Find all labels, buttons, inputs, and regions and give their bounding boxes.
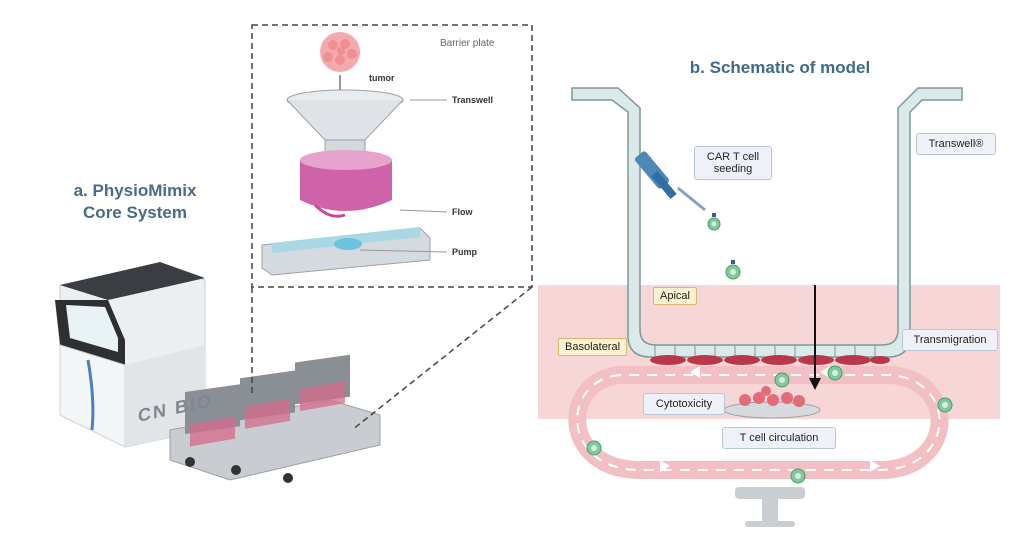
flow-arrow-icon <box>660 460 670 472</box>
panel-a-title: a. PhysioMimix Core System <box>20 180 250 224</box>
flow-arrow-icon <box>690 366 700 378</box>
circulation-loop-dashes <box>576 374 941 471</box>
cytotoxicity-box: Cytotoxicity <box>643 393 725 415</box>
tumor-spheroid-icon <box>320 32 360 72</box>
inset-label-tumor: tumor <box>369 73 395 83</box>
physiomimix-device <box>55 262 206 448</box>
inset-heading: Barrier plate <box>440 38 495 49</box>
pump-plate-icon <box>261 227 431 276</box>
media-reservoir-icon <box>300 150 392 218</box>
t-cell-icon <box>827 365 843 381</box>
t-cell-circulation-box: T cell circulation <box>722 427 836 449</box>
t-cell-icons <box>586 213 953 484</box>
car-t-seeding-box: CAR T cell seeding <box>694 146 772 180</box>
pump-icon <box>735 487 805 527</box>
t-cell-icon <box>774 372 790 388</box>
basolateral-tag: Basolateral <box>558 338 628 356</box>
tumor-cluster-dish <box>723 386 821 419</box>
t-cell-icon <box>937 397 953 413</box>
apical-tag: Apical <box>653 287 697 305</box>
flow-arrow-icon <box>870 460 880 472</box>
t-cell-icon <box>790 468 806 484</box>
transwell-box: Transwell® <box>916 133 996 155</box>
inset-label-pump: Pump <box>452 247 478 257</box>
pipette-icon <box>635 151 706 212</box>
inset-label-flow: Flow <box>452 207 473 217</box>
t-cell-icon <box>725 260 741 280</box>
panel-b-title: b. Schematic of model <box>689 58 871 77</box>
plate-tray <box>169 354 381 483</box>
flow-arrow-icon <box>820 366 830 378</box>
transmigration-box: Transmigration <box>902 329 998 351</box>
panel-a-title-line1: a. PhysioMimix <box>73 181 197 200</box>
t-cell-icon <box>586 440 602 456</box>
inset-label-transwell: Transwell <box>452 95 494 105</box>
transwell-insert-outline <box>571 87 963 358</box>
connector-line-right <box>351 286 533 431</box>
endothelial-cell-layer <box>650 355 890 365</box>
t-cell-icon <box>707 213 721 231</box>
inset-frame <box>251 24 533 288</box>
panel-a-title-line2: Core System <box>83 203 187 222</box>
transwell-insert-icon <box>286 89 404 159</box>
